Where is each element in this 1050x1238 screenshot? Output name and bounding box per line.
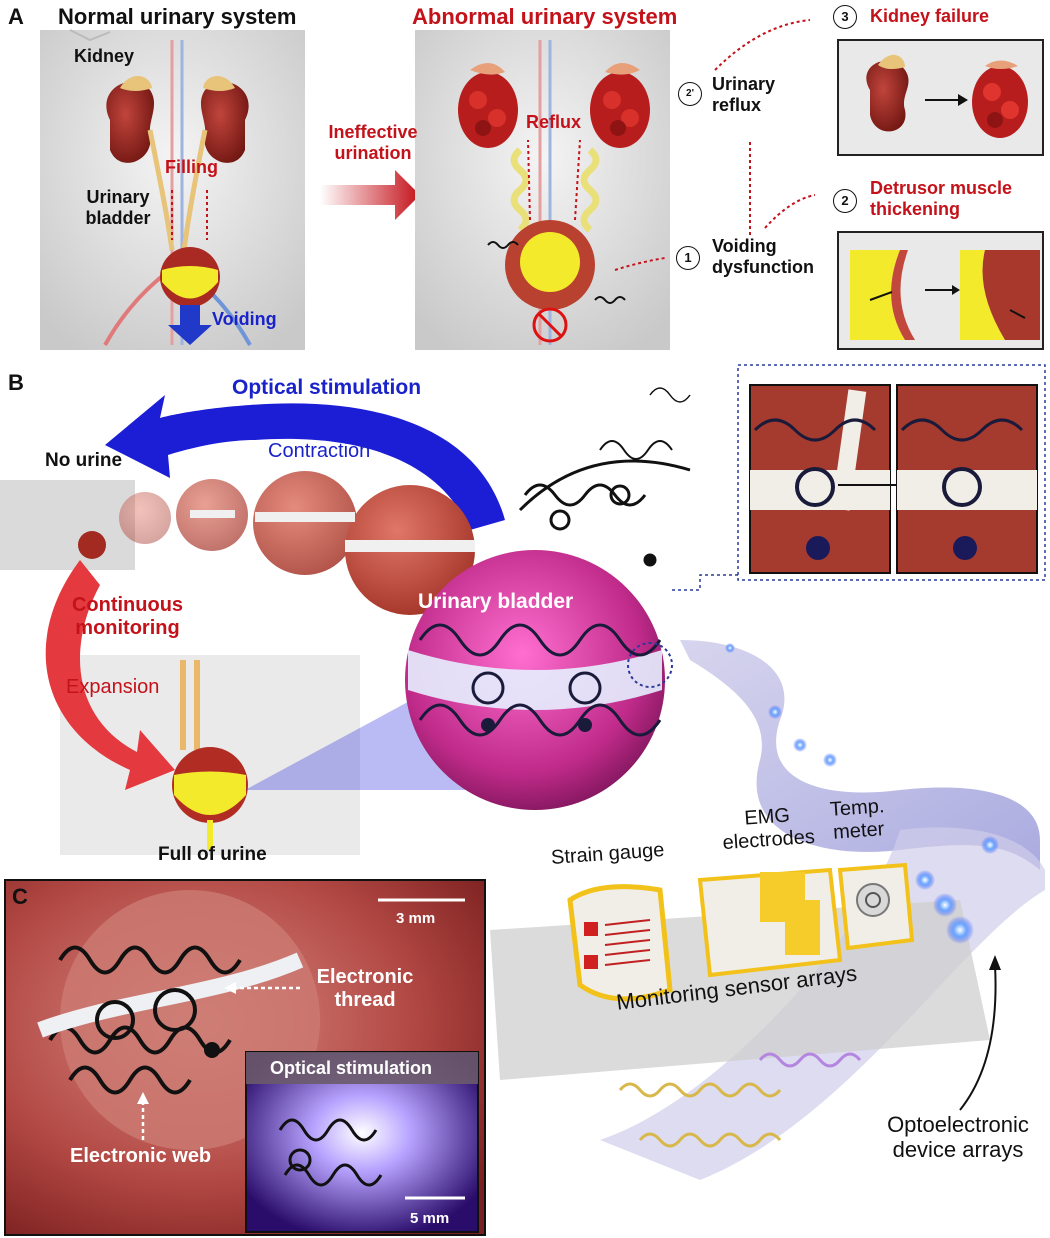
- kidney-failure-box: [837, 39, 1044, 156]
- optical-stimulation-inset-photo: [245, 1051, 479, 1233]
- electronic-thread-label: Electronic thread: [310, 966, 420, 1012]
- urinary-bladder-label: Urinary bladder: [78, 187, 158, 228]
- ineffective-urination-arrow: [320, 170, 420, 220]
- full-of-urine-label: Full of urine: [158, 844, 267, 865]
- opto-line1: Optoelectronic: [887, 1112, 1029, 1137]
- continuous-monitoring-arrow: [45, 560, 175, 790]
- ineffective-line2: urination: [334, 142, 412, 163]
- zoom-inset-after: [896, 384, 1038, 574]
- contraction-label: Contraction: [268, 440, 371, 462]
- scale-bar-3mm-label: 3 mm: [396, 910, 436, 927]
- zoom-frame: [737, 364, 1046, 581]
- optical-stimulation-label: Optical stimulation: [232, 376, 422, 399]
- reflux-label: Reflux: [526, 112, 582, 132]
- scale-bar-5mm-label: 5 mm: [410, 1210, 450, 1227]
- emg-electrodes-sensor: [697, 867, 843, 978]
- step1-number-badge: 1: [676, 246, 700, 270]
- zoom-inset-before: [749, 384, 891, 574]
- step1-line2: dysfunction: [712, 256, 814, 277]
- detrusor-thickening-label: Detrusor muscle thickening: [870, 178, 1012, 219]
- urinary-bladder-line1: Urinary: [86, 187, 150, 207]
- temperature-meter-sensor: [837, 862, 915, 951]
- normal-torso-illustration: [40, 29, 305, 350]
- voiding-label: Voiding: [212, 309, 277, 329]
- panel-label-b: B: [8, 370, 24, 395]
- emg-electrodes-label: EMG electrodes: [717, 803, 820, 856]
- step1-to-step2-arrow: [764, 194, 816, 229]
- main-bladder-illustration: [405, 550, 673, 810]
- kidney-label: Kidney: [74, 46, 135, 66]
- empty-bladder-icon: [78, 531, 106, 559]
- step2-number-badge: 2: [833, 189, 857, 213]
- electronic-web-label: Electronic web: [70, 1145, 212, 1167]
- step2p-to-step3-arrow: [714, 19, 811, 71]
- strain-gauge-sensor: [567, 884, 673, 1002]
- normal-system-title: Normal urinary system: [58, 4, 297, 29]
- step3-number-badge: 3: [833, 5, 857, 29]
- thread-line1: Electronic: [316, 966, 414, 988]
- panel-label-c: C: [12, 884, 28, 909]
- thread-line2: thread: [334, 989, 396, 1011]
- step2p-line2: reflux: [712, 94, 762, 115]
- continuous-line1: Continuous: [71, 594, 184, 616]
- expansion-label: Expansion: [66, 676, 160, 698]
- panel-label-a: A: [8, 4, 24, 29]
- abnormal-torso-illustration: [415, 30, 670, 350]
- abnormal-system-title: Abnormal urinary system: [412, 4, 678, 29]
- voiding-to-step1-arrow: [614, 257, 666, 271]
- urinary-bladder-title: Urinary bladder: [418, 590, 574, 613]
- exploded-electronic-web-layers: [518, 387, 691, 567]
- temp-meter-label: Temp. meter: [816, 794, 899, 845]
- kidney-failure-label: Kidney failure: [870, 6, 990, 26]
- detrusor-thickening-box: [837, 231, 1044, 350]
- inset-optical-stimulation-title: Optical stimulation: [270, 1058, 433, 1078]
- continuous-line2: monitoring: [75, 617, 180, 639]
- ineffective-urination-label: Ineffective urination: [318, 122, 428, 163]
- filling-label: Filling: [165, 157, 218, 177]
- optoelectronic-arrays-label: Optoelectronic device arrays: [878, 1112, 1038, 1163]
- ineffective-line1: Ineffective: [328, 122, 418, 142]
- step2-line2: thickening: [870, 198, 961, 219]
- continuous-monitoring-label: Continuous monitoring: [60, 594, 195, 640]
- voiding-dysfunction-label: Voiding dysfunction: [712, 236, 814, 277]
- urinary-reflux-label: Urinary reflux: [712, 74, 775, 115]
- opto-line2: device arrays: [892, 1137, 1024, 1163]
- step1-line1: Voiding: [712, 236, 777, 256]
- optical-stimulation-arrow: [105, 395, 505, 530]
- no-urine-label: No urine: [45, 450, 123, 471]
- step2p-number-badge: 2': [678, 82, 702, 106]
- step2-line1: Detrusor muscle: [870, 178, 1013, 198]
- optoelectronic-pointer-arrow: [959, 964, 997, 1111]
- contraction-bladder-series: [119, 471, 475, 615]
- no-urine-body-image: [0, 480, 135, 570]
- urinary-bladder-line2: bladder: [85, 207, 151, 228]
- step2p-line1: Urinary: [712, 74, 776, 94]
